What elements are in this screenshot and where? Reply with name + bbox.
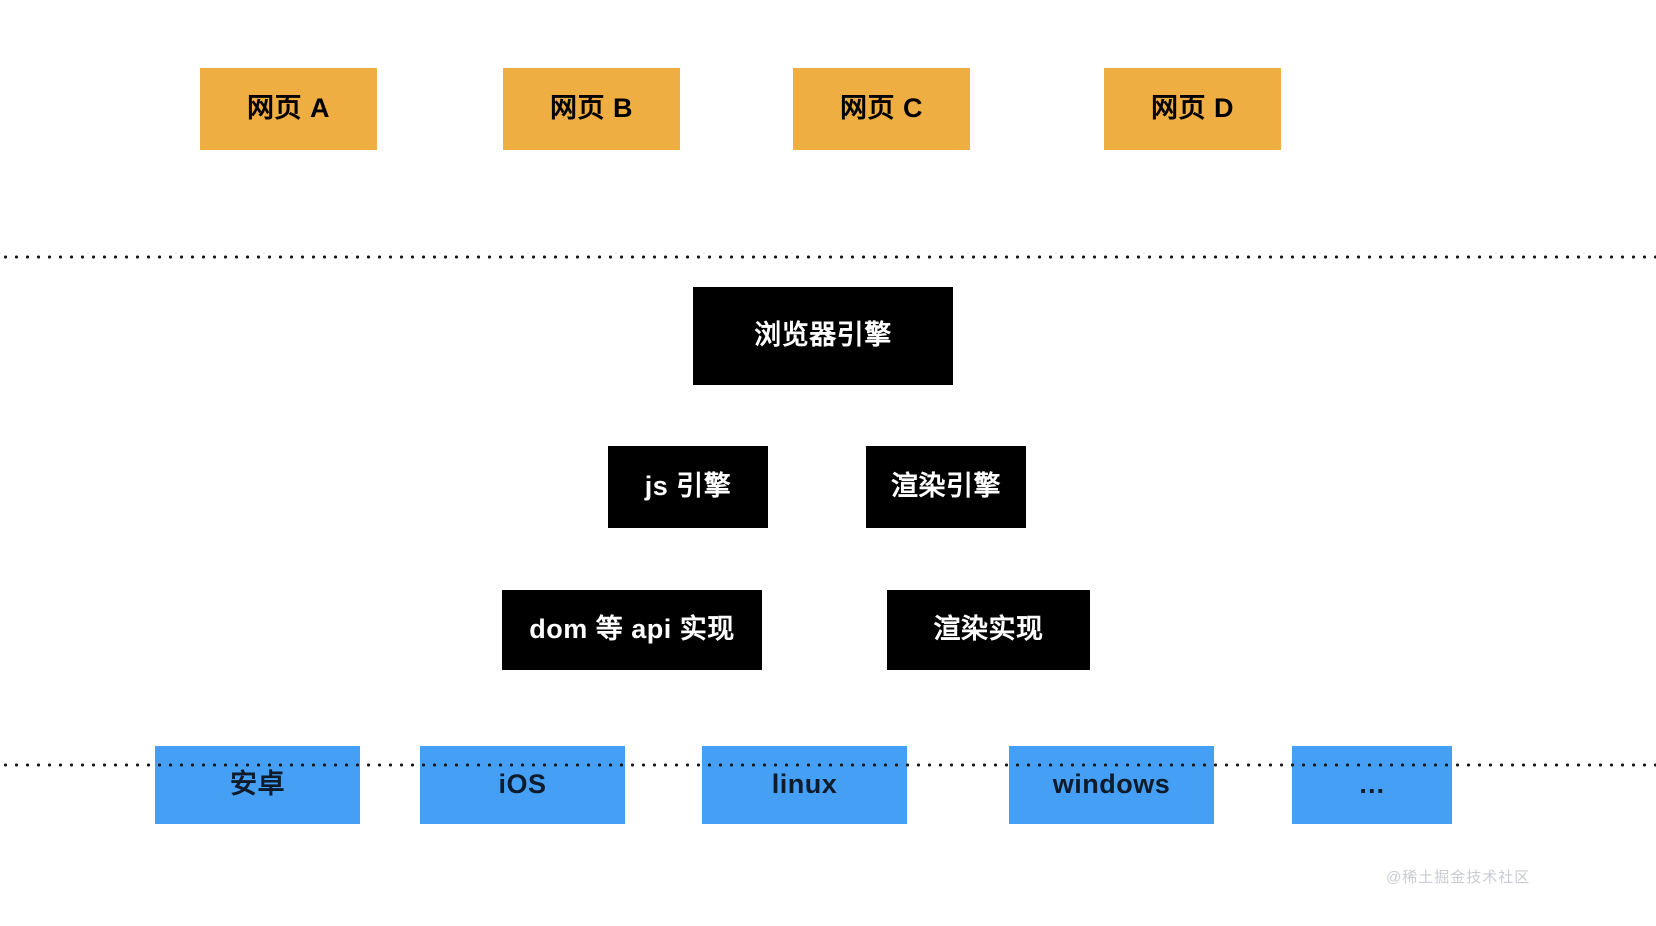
- divider-engine-os: [0, 763, 1656, 767]
- web-page-d-box: 网页 D: [1104, 68, 1281, 150]
- web-page-a-box: 网页 A: [200, 68, 377, 150]
- rendering-implementation-box: 渲染实现: [887, 590, 1090, 670]
- ios-box: iOS: [420, 746, 625, 824]
- web-page-c-box: 网页 C: [793, 68, 970, 150]
- divider-pages-engine: [0, 255, 1656, 259]
- web-page-b-box: 网页 B: [503, 68, 680, 150]
- windows-box: windows: [1009, 746, 1214, 824]
- watermark: @稀土掘金技术社区: [1386, 869, 1531, 886]
- linux-box: linux: [702, 746, 907, 824]
- more-box: …: [1292, 746, 1452, 824]
- js-engine-box: js 引擎: [608, 446, 768, 528]
- android-box: 安卓: [155, 746, 360, 824]
- rendering-engine-box: 渲染引擎: [866, 446, 1026, 528]
- dom-api-implementation-box: dom 等 api 实现: [502, 590, 762, 670]
- browser-engine-box: 浏览器引擎: [693, 287, 953, 385]
